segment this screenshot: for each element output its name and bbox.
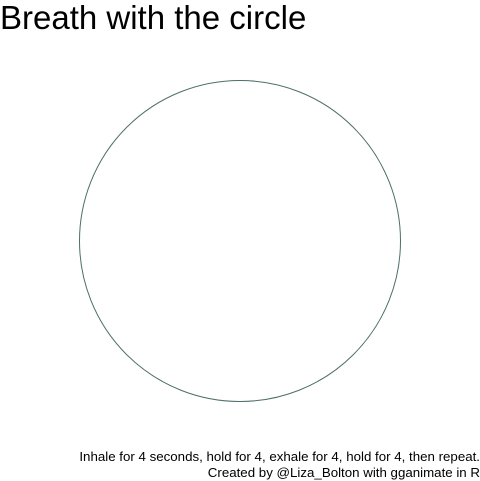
caption-credit: Created by @Liza_Bolton with gganimate i… [207,465,480,480]
breathing-circle [79,80,401,402]
caption: Inhale for 4 seconds, hold for 4, exhale… [79,449,480,481]
caption-instructions: Inhale for 4 seconds, hold for 4, exhale… [79,449,480,464]
page-title: Breath with the circle [0,0,307,36]
